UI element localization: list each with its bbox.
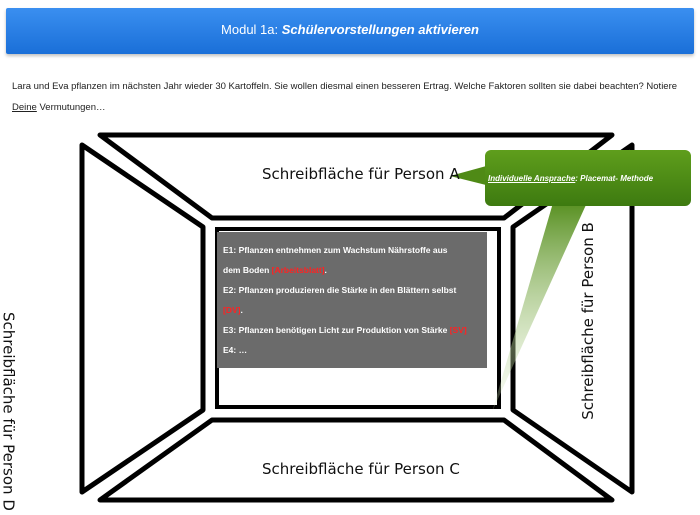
callout-label: Individuelle Ansprache: Placemat- Method… <box>488 174 688 183</box>
hypothesis-e1-text: E1: Pflanzen entnehmen zum Wachstum Nähr… <box>223 245 448 255</box>
hypothesis-e2-line2: [DV]. <box>223 300 481 320</box>
placemat-field-d <box>79 142 206 495</box>
placemat-field-c <box>97 417 615 503</box>
hypothesis-e2-text: E2: Pflanzen produzieren die Stärke in d… <box>223 285 457 295</box>
module-banner: Modul 1a: Schülervorstellungen aktiviere… <box>6 8 694 54</box>
callout-sep: : <box>575 174 581 183</box>
person-b-label: Schreibfläche für Person B <box>579 222 597 420</box>
intro-text: Lara und Eva pflanzen im nächsten Jahr w… <box>12 81 678 92</box>
person-d-label: Schreibfläche für Person D <box>0 312 18 511</box>
callout-method: Placemat- Methode <box>580 174 654 183</box>
callout-pointer <box>450 165 490 186</box>
task-intro: Lara und Eva pflanzen im nächsten Jahr w… <box>12 76 692 118</box>
hypothesis-e1-line2: dem Boden [Arbeitsblatt]. <box>223 260 481 280</box>
person-a-label: Schreibfläche für Person A <box>262 165 460 183</box>
hypothesis-e3-line: E3: Pflanzen benötigen Licht zur Produkt… <box>223 320 481 340</box>
hypothesis-e2-line1: E2: Pflanzen produzieren die Stärke in d… <box>223 280 481 300</box>
hypothesis-e4-line: E4: … <box>223 340 481 360</box>
intro-suffix: Vermutungen… <box>36 102 106 113</box>
hypothesis-e1-end: . <box>324 265 327 275</box>
hypotheses-box: E1: Pflanzen entnehmen zum Wachstum Nähr… <box>217 232 487 368</box>
callout-tail <box>492 196 590 412</box>
callout-box <box>485 150 691 206</box>
hypothesis-e2-ref: [DV] <box>223 305 241 315</box>
hypothesis-e1-line1: E1: Pflanzen entnehmen zum Wachstum Nähr… <box>223 240 481 260</box>
intro-link-deine: Deine <box>12 102 37 113</box>
person-c-label: Schreibfläche für Person C <box>262 460 460 478</box>
hypothesis-e2-end: . <box>240 305 243 315</box>
banner-title: Schülervorstellungen aktivieren <box>281 22 479 37</box>
hypothesis-e1-text-2: dem Boden <box>223 265 272 275</box>
banner-prefix: Modul 1a: <box>221 22 282 37</box>
hypothesis-e1-ref: [Arbeitsblatt] <box>271 265 325 275</box>
callout-ref: Individuelle Ansprache <box>488 174 576 183</box>
hypothesis-e3-text: E3: Pflanzen benötigen Licht zur Produkt… <box>223 325 450 335</box>
placemat-field-a <box>97 132 615 221</box>
hypothesis-e4-text: E4: … <box>223 345 248 355</box>
hypothesis-e3-ref: [SV] <box>449 325 467 335</box>
